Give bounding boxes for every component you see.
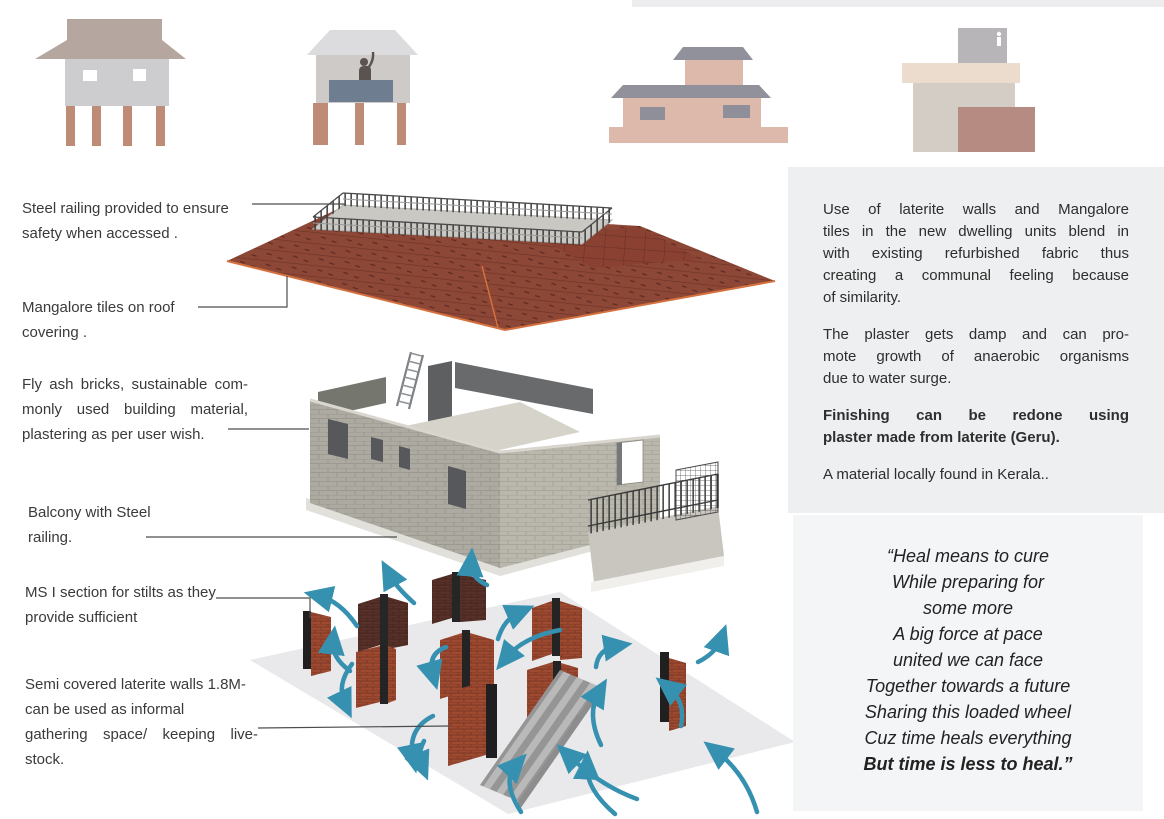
poem-line: “Heal means to cure bbox=[886, 546, 1050, 566]
terrace-steel-railing bbox=[312, 192, 613, 245]
poem-line: Sharing this loaded wheel bbox=[864, 702, 1072, 722]
house-elevation-two-storey bbox=[609, 47, 788, 143]
house-elevation-person bbox=[307, 30, 418, 145]
annotation-ms-i-section: MS I section for stilts as they provide … bbox=[25, 580, 225, 630]
paragraph-finishing: Finishing can be redone using plaster ma… bbox=[823, 405, 1129, 449]
annotation-line: safety when accessed . bbox=[22, 225, 178, 242]
poem-line: united we can face bbox=[892, 650, 1044, 670]
paragraph-line: A material locally found in Kerala.. bbox=[823, 466, 1049, 483]
paragraph-kerala: A material locally found in Kerala.. bbox=[823, 464, 1129, 486]
annotation-line: Fly ash bricks, sustainable com- bbox=[22, 376, 248, 393]
annotation-steel-railing: Steel railing provided to ensure safety … bbox=[22, 196, 254, 246]
annotation-line: monly used building material, bbox=[22, 401, 248, 418]
annotation-line: Semi covered laterite walls 1.8M- bbox=[25, 676, 246, 693]
axon-wall-level bbox=[306, 351, 724, 592]
window-openings bbox=[328, 419, 644, 509]
ladder bbox=[395, 351, 425, 410]
paragraph-materials: Use of laterite walls and Mangalore tile… bbox=[823, 199, 1129, 309]
house-elevation-massing bbox=[902, 28, 1035, 152]
paragraph-line: plaster made from laterite (Geru). bbox=[823, 429, 1060, 446]
annotation-line: MS I section for stilts as they bbox=[25, 584, 216, 601]
airflow-arrows bbox=[303, 547, 760, 817]
axon-roof-level bbox=[226, 192, 776, 332]
paragraph-line: Use of laterite walls and Mangalore bbox=[823, 201, 1129, 218]
fly-ash-brick-wall-left bbox=[310, 400, 500, 568]
paragraph-line: with existing refurbished fabric thus bbox=[823, 245, 1129, 262]
annotation-balcony: Balcony with Steel railing. bbox=[28, 500, 178, 550]
paragraph-line: tiles in the new dwelling units blend in bbox=[823, 223, 1129, 240]
balcony-steel-railing bbox=[587, 461, 724, 592]
paragraph-line: The plaster gets damp and can pro- bbox=[823, 326, 1129, 343]
annotation-line: plastering as per user wish. bbox=[22, 426, 205, 443]
annotation-fly-ash: Fly ash bricks, sustainable com- monly u… bbox=[22, 372, 248, 447]
annotation-mangalore-tiles: Mangalore tiles on roof covering . bbox=[22, 295, 222, 345]
annotation-line: gathering space/ keeping live- bbox=[25, 726, 258, 743]
poem-line: A big force at pace bbox=[893, 624, 1043, 644]
annotation-line: Mangalore tiles on roof bbox=[22, 299, 175, 316]
leader-lines bbox=[146, 203, 451, 729]
person-silhouette-white bbox=[996, 31, 1002, 46]
axon-stilt-level bbox=[250, 547, 795, 817]
laterite-wall-panel-front bbox=[448, 681, 486, 766]
annotation-line: provide sufficient bbox=[25, 609, 138, 626]
paragraph-line: Finishing can be redone using bbox=[823, 407, 1129, 424]
poem-line: While preparing for bbox=[891, 572, 1045, 592]
paragraph-line: mote growth of anaerobic organisms bbox=[823, 348, 1129, 365]
description-panel: Use of laterite walls and Mangalore tile… bbox=[788, 167, 1164, 513]
poem-box: “Heal means to cure While preparing for … bbox=[793, 515, 1143, 811]
annotation-line: stock. bbox=[25, 751, 65, 768]
poem-line: Cuz time heals everything bbox=[864, 728, 1072, 748]
annotation-line: railing. bbox=[28, 529, 73, 546]
house-elevation-stilt bbox=[35, 19, 186, 146]
laterite-wall-panels-rear bbox=[358, 572, 486, 652]
annotation-line: Balcony with Steel bbox=[28, 504, 151, 521]
paragraph-line: of similarity. bbox=[823, 289, 902, 306]
annotation-line: covering . bbox=[22, 324, 88, 341]
poem-line: some more bbox=[922, 598, 1014, 618]
poem-line: Together towards a future bbox=[865, 676, 1071, 696]
paragraph-line: due to water surge. bbox=[823, 370, 952, 387]
annotation-laterite-walls: Semi covered laterite walls 1.8M- can be… bbox=[25, 672, 258, 772]
top-accent-bar bbox=[632, 0, 1164, 7]
annotation-line: can be used as informal bbox=[25, 701, 185, 718]
poem-line: But time is less to heal.” bbox=[863, 754, 1073, 774]
paragraph-plaster: The plaster gets damp and can pro- mote … bbox=[823, 324, 1129, 390]
paragraph-line: creating a communal feeling because bbox=[823, 267, 1129, 284]
ms-i-section-column bbox=[486, 684, 497, 758]
annotation-line: Steel railing provided to ensure bbox=[22, 200, 229, 217]
